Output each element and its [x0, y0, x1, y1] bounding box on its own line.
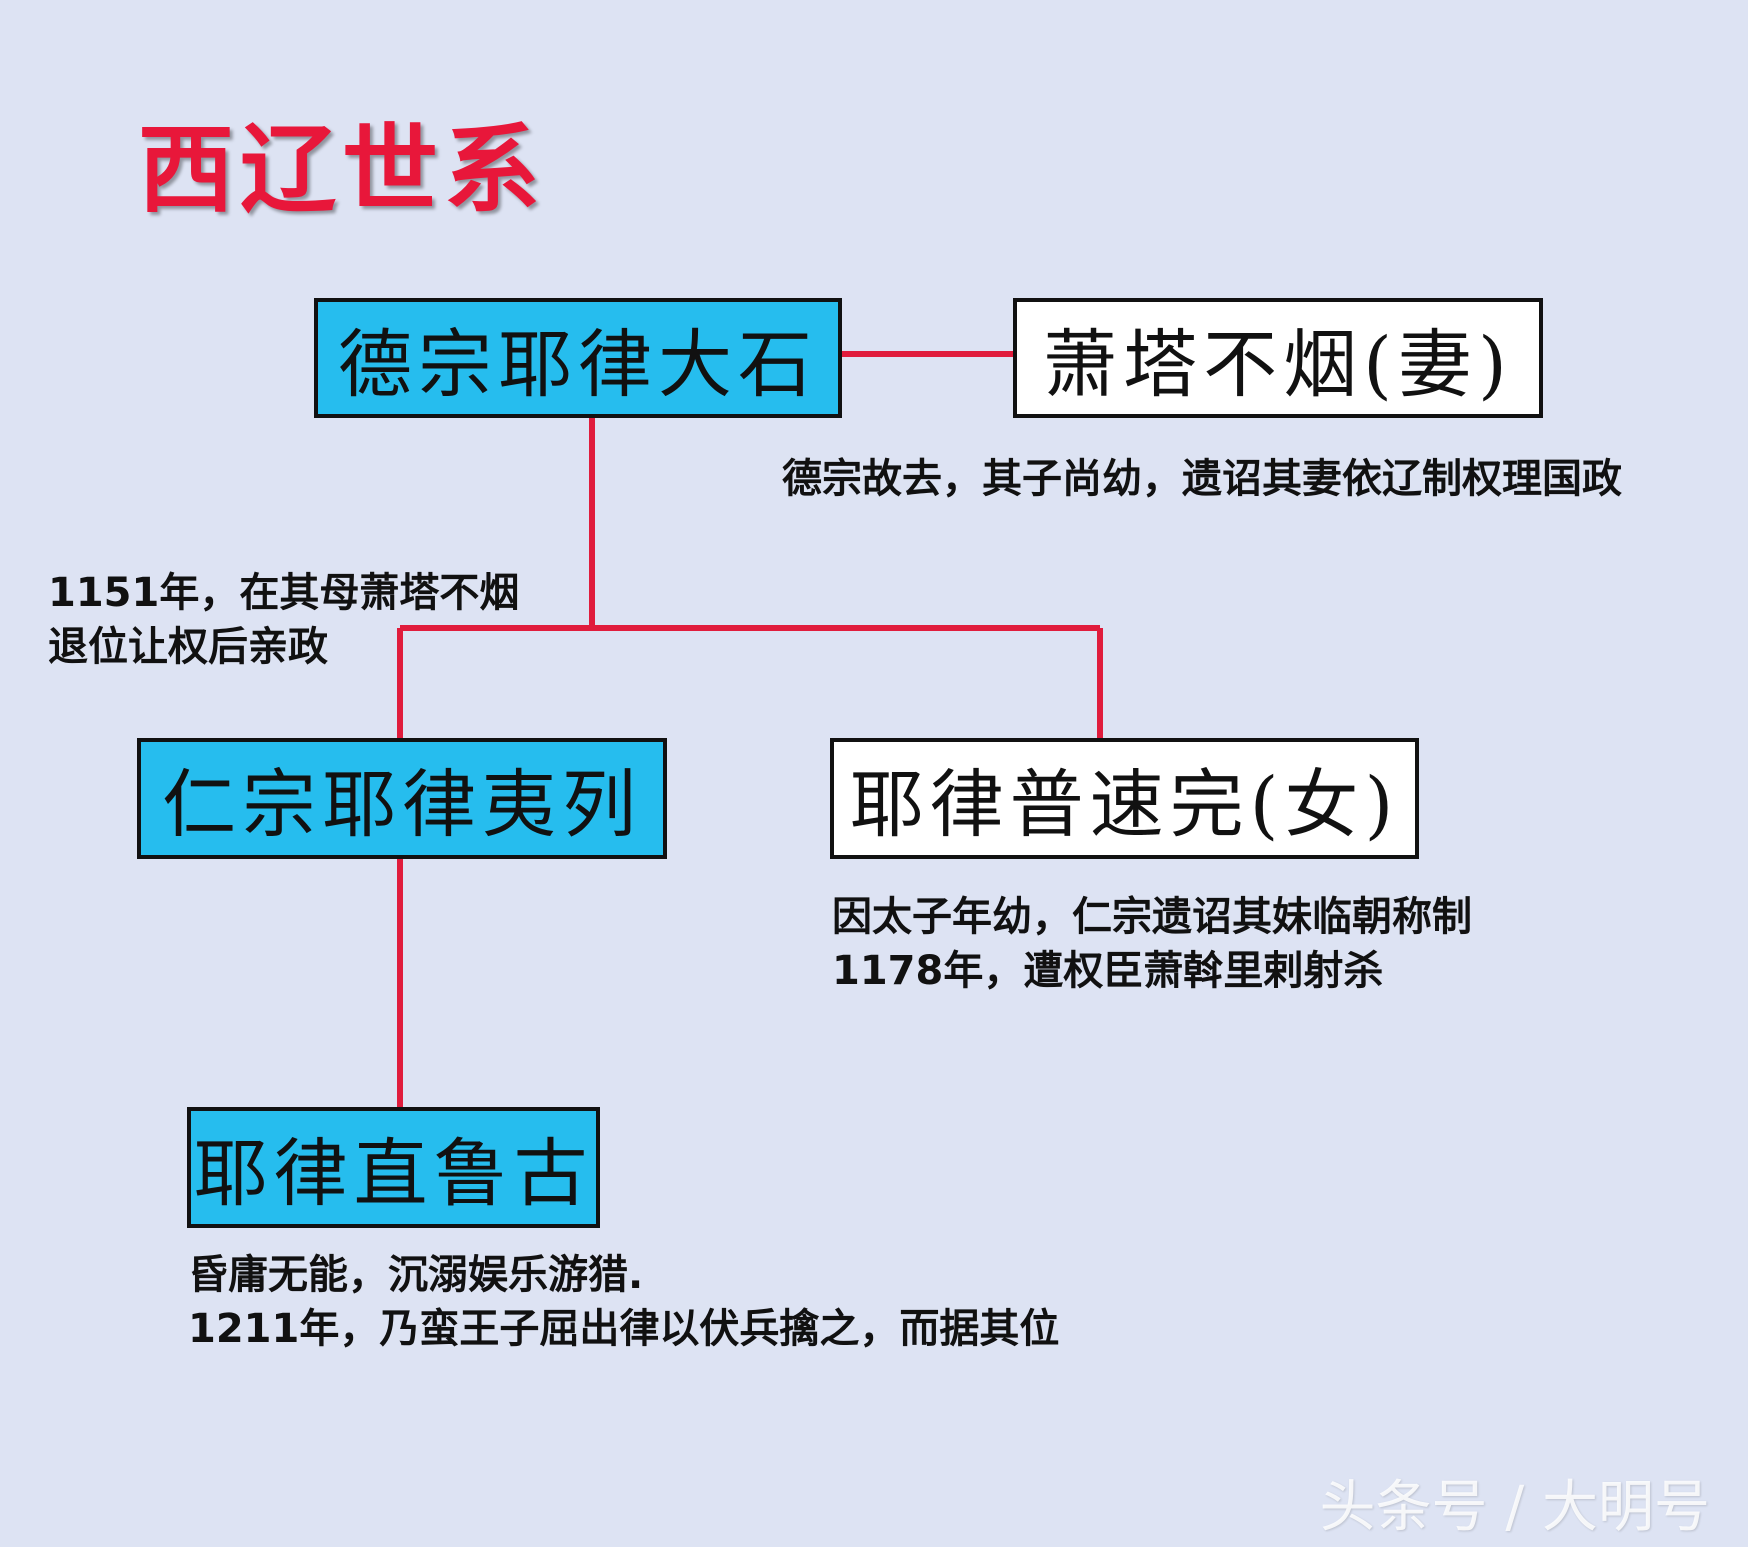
node-label: 仁宗耶律夷列 [162, 762, 642, 848]
node-yelu-pusuwan: 耶律普速完(女) [830, 738, 1419, 859]
watermark: 头条号 / 大明号 [1319, 1475, 1710, 1540]
note-line: 1178年，遭权臣萧斡里剌射杀 [832, 948, 1384, 994]
node-label: 耶律普速完(女) [849, 762, 1400, 848]
node-xiao-tabuyan: 萧塔不烟(妻) [1013, 298, 1543, 418]
note-line: 1211年，乃蛮王子屈出律以伏兵擒之，而据其位 [188, 1306, 1060, 1352]
note-line: 退位让权后亲政 [48, 624, 328, 670]
note-line: 1151年，在其母萧塔不烟 [48, 570, 520, 616]
note-line: 因太子年幼，仁宗遗诏其妹临朝称制 [832, 894, 1472, 940]
note-line: 昏庸无能，沉溺娱乐游猎. [188, 1252, 644, 1298]
node-label: 耶律直鲁古 [193, 1131, 594, 1217]
regency-note: 德宗故去，其子尚幼，遗诏其妻依辽制权理国政 [782, 456, 1622, 502]
renzong-rule-note: 1151年，在其母萧塔不烟 退位让权后亲政 [48, 566, 519, 674]
node-label: 萧塔不烟(妻) [1043, 321, 1513, 408]
node-yelu-zhilugu: 耶律直鲁古 [187, 1107, 600, 1228]
zhilugu-rule-note: 昏庸无能，沉溺娱乐游猎. 1211年，乃蛮王子屈出律以伏兵擒之，而据其位 [188, 1248, 1059, 1356]
page-title: 西辽世系 [138, 114, 546, 226]
node-dezong-yelu-dashi: 德宗耶律大石 [314, 298, 842, 418]
node-renzong-yelu-yilie: 仁宗耶律夷列 [137, 738, 667, 859]
pusuwan-rule-note: 因太子年幼，仁宗遗诏其妹临朝称制 1178年，遭权臣萧斡里剌射杀 [832, 890, 1472, 998]
node-label: 德宗耶律大石 [338, 321, 818, 408]
